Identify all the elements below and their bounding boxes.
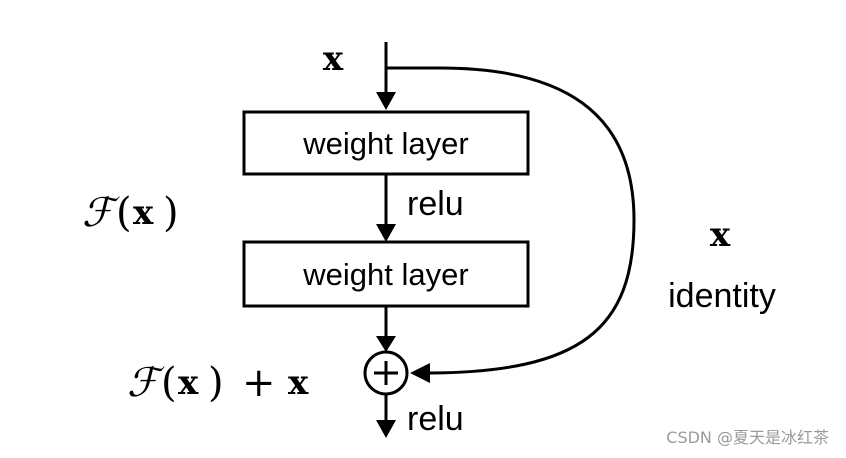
middle-arrowhead bbox=[376, 224, 396, 242]
svg-text:(: ( bbox=[116, 190, 132, 236]
svg-text:ℱ: ℱ bbox=[82, 190, 120, 236]
weight-layer-2: weight layer bbox=[242, 240, 530, 308]
svg-text:): ) bbox=[208, 360, 224, 406]
output-expression-label: ℱ ( x ) + x bbox=[127, 360, 309, 406]
weight-layer-1: weight layer bbox=[242, 110, 530, 176]
relu-label-1: relu bbox=[407, 185, 464, 223]
residual-function-label: ℱ ( x ) bbox=[82, 190, 179, 236]
input-x-label: x bbox=[323, 39, 344, 79]
svg-text:(: ( bbox=[161, 360, 177, 406]
svg-text:x: x bbox=[178, 363, 199, 403]
to-sum-arrowhead bbox=[376, 336, 396, 352]
weight-layer-2-label: weight layer bbox=[302, 257, 468, 292]
identity-arrowhead bbox=[410, 363, 430, 383]
identity-shortcut-path bbox=[386, 66, 636, 375]
relu-label-2: relu bbox=[407, 400, 464, 438]
svg-text:x: x bbox=[288, 363, 309, 403]
weight-layer-1-label: weight layer bbox=[302, 126, 468, 161]
shortcut-x-label: x bbox=[710, 215, 731, 255]
identity-label: identity bbox=[668, 277, 776, 315]
svg-text:): ) bbox=[163, 190, 179, 236]
svg-text:x: x bbox=[133, 193, 154, 233]
svg-text:+: + bbox=[242, 360, 276, 406]
svg-text:ℱ: ℱ bbox=[127, 360, 165, 406]
watermark: CSDN @夏天是冰红茶 bbox=[666, 428, 829, 447]
output-arrowhead bbox=[376, 420, 396, 438]
sum-node bbox=[363, 350, 409, 396]
input-arrowhead bbox=[376, 92, 396, 110]
